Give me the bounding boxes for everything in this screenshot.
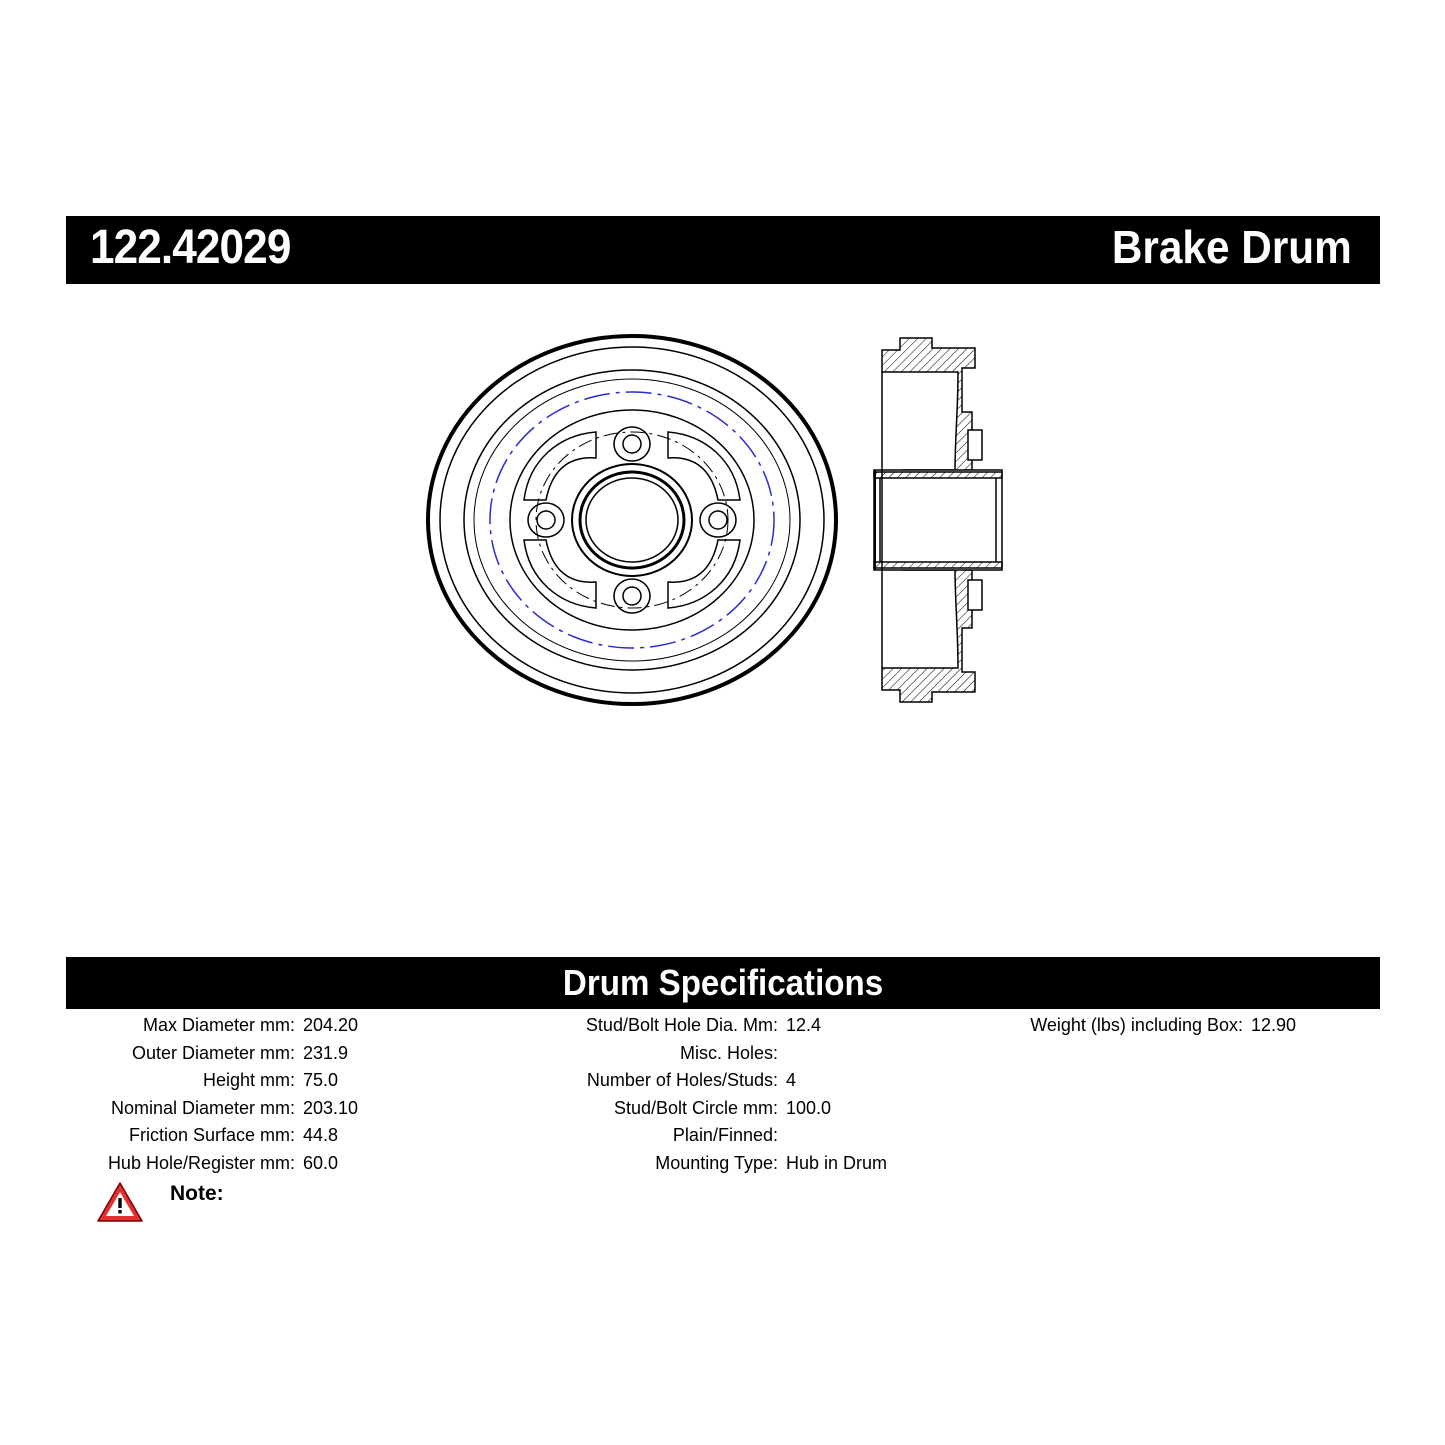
spec-header: Drum Specifications <box>66 957 1380 1009</box>
warning-icon <box>97 1182 143 1222</box>
spec-title: Drum Specifications <box>562 962 884 1003</box>
spec-row: Weight (lbs) including Box: 12.90 <box>960 1012 1296 1040</box>
spec-value: 203.10 <box>303 1097 359 1118</box>
stud-hole-top <box>613 426 651 462</box>
spec-row: Misc. Holes: <box>520 1040 887 1068</box>
spec-label: Mounting Type: <box>655 1152 778 1173</box>
hub-hole <box>571 463 693 577</box>
spec-row: Max Diameter mm: 204.20 <box>66 1012 358 1040</box>
side-view <box>873 337 1003 703</box>
spec-value: 12.90 <box>1251 1015 1297 1035</box>
spec-row: Stud/Bolt Hole Dia. Mm: 12.4 <box>520 1012 887 1040</box>
spec-value: 231.9 <box>303 1042 349 1063</box>
outer-rim <box>426 334 838 706</box>
spec-value: 60.0 <box>303 1152 339 1173</box>
spec-value: 75.0 <box>303 1070 339 1091</box>
spec-label: Nominal Diameter mm: <box>110 1097 295 1118</box>
spec-label: Outer Diameter mm: <box>131 1042 295 1063</box>
spec-row: Stud/Bolt Circle mm: 100.0 <box>520 1095 887 1123</box>
part-type: Brake Drum <box>1112 221 1352 273</box>
spec-row: Plain/Finned: <box>520 1122 887 1150</box>
spec-column-1: Max Diameter mm: 204.20 Outer Diameter mm… <box>66 1012 358 1178</box>
stud-hole-right <box>699 502 737 538</box>
spec-value: 100.0 <box>786 1097 832 1118</box>
brake-drum-drawing <box>426 334 1003 706</box>
spec-column-2: Stud/Bolt Hole Dia. Mm: 12.4 Misc. Holes:… <box>520 1012 887 1178</box>
stud-hole-bottom <box>613 578 651 614</box>
spec-label: Stud/Bolt Hole Dia. Mm: <box>585 1015 778 1035</box>
spec-label: Friction Surface mm: <box>128 1125 295 1146</box>
spec-label: Weight (lbs) including Box: <box>1030 1015 1243 1035</box>
spec-row: Hub Hole/Register mm: 60.0 <box>66 1150 358 1178</box>
spec-row: Mounting Type: Hub in Drum <box>520 1150 887 1178</box>
spec-value: Hub in Drum <box>786 1152 888 1173</box>
part-number: 122.42029 <box>90 221 291 274</box>
spec-label: Number of Holes/Studs: <box>586 1070 778 1091</box>
spec-label: Misc. Holes: <box>679 1042 778 1063</box>
front-view <box>426 334 838 706</box>
spec-label: Hub Hole/Register mm: <box>107 1152 295 1173</box>
spec-column-3: Weight (lbs) including Box: 12.90 <box>960 1012 1296 1040</box>
spec-label: Height mm: <box>202 1070 295 1091</box>
note-label: Note: <box>170 1182 224 1205</box>
spec-row: Nominal Diameter mm: 203.10 <box>66 1095 358 1123</box>
spec-row: Friction Surface mm: 44.8 <box>66 1122 358 1150</box>
spec-label: Max Diameter mm: <box>142 1015 295 1035</box>
spec-row: Number of Holes/Studs: 4 <box>520 1067 887 1095</box>
spec-value: 12.4 <box>786 1015 822 1035</box>
spec-value: 4 <box>786 1070 797 1091</box>
blue-centerline <box>489 391 775 649</box>
spec-value: 204.20 <box>303 1015 359 1035</box>
stud-hole-left <box>527 502 565 538</box>
spec-row: Outer Diameter mm: 231.9 <box>66 1040 358 1068</box>
spec-label: Stud/Bolt Circle mm: <box>613 1097 778 1118</box>
spec-label: Plain/Finned: <box>672 1125 778 1146</box>
header-bar: 122.42029 Brake Drum <box>66 216 1380 284</box>
spec-row: Height mm: 75.0 <box>66 1067 358 1095</box>
spec-value: 44.8 <box>303 1125 339 1146</box>
